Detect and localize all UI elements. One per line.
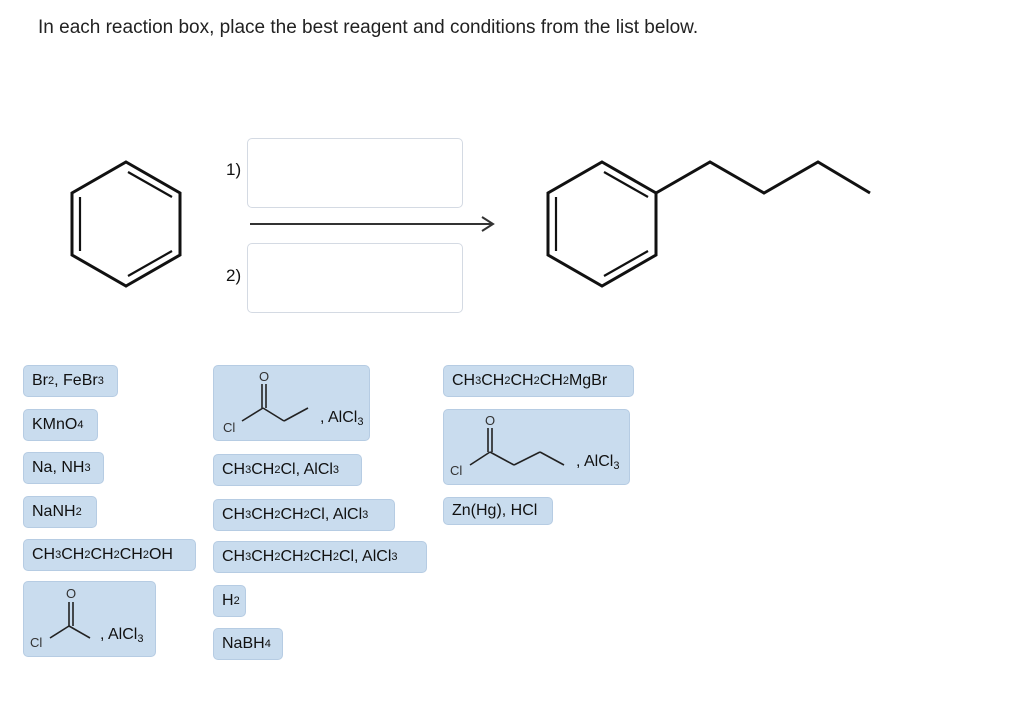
benzene-structure <box>70 160 182 288</box>
chlorine-label: Cl <box>30 635 43 650</box>
step-1-label: 1) <box>226 160 242 179</box>
reaction-box-1[interactable] <box>247 138 463 208</box>
reagent-propanoyl-chloride-alcl3[interactable]: O Cl , AlCl3 <box>213 365 370 441</box>
oxygen-label: O <box>485 413 496 428</box>
reagent-acetyl-chloride-alcl3[interactable]: O Cl , AlCl3 <box>23 581 156 657</box>
instruction-text: In each reaction box, place the best rea… <box>38 17 699 38</box>
chlorine-label: Cl <box>223 420 236 435</box>
reaction-arrow <box>250 216 495 232</box>
butanoyl-chloride-structure <box>469 428 565 466</box>
step-2-label: 2) <box>226 266 242 285</box>
reaction-box-2[interactable] <box>247 243 463 313</box>
reagent-butanoyl-chloride-alcl3[interactable]: O Cl , AlCl3 <box>443 409 630 485</box>
propanoyl-chloride-structure <box>241 384 309 422</box>
chlorine-label: Cl <box>450 463 463 478</box>
reagent-zn-hg-hcl[interactable]: Zn(Hg), HCl <box>443 497 553 525</box>
oxygen-label: O <box>259 369 270 384</box>
acetyl-chloride-structure <box>49 602 91 639</box>
oxygen-label: O <box>66 586 77 601</box>
propylbenzene-structure <box>546 160 871 288</box>
